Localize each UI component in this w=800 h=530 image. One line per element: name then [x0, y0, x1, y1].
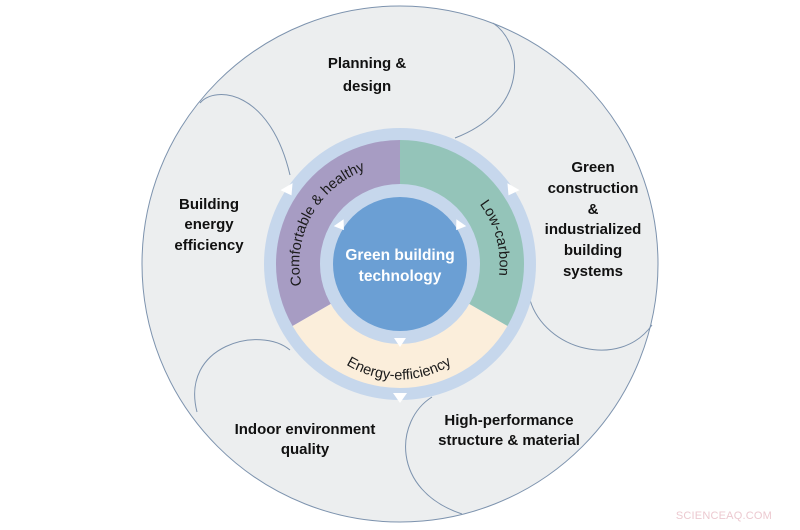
inner-arrow-markers: [333, 219, 467, 347]
svg-text:&: &: [588, 201, 599, 218]
svg-text:energy: energy: [184, 216, 234, 233]
svg-text:industrialized: industrialized: [545, 221, 642, 238]
center-title: Green building technology: [345, 247, 454, 285]
svg-text:Planning &: Planning &: [328, 55, 407, 72]
svg-text:efficiency: efficiency: [174, 237, 244, 254]
divider-bottom-left: [194, 339, 291, 413]
watermark: SCIENCEAQ.COM: [675, 510, 772, 522]
triangle-icon: [333, 219, 344, 231]
svg-text:quality: quality: [281, 441, 330, 458]
divider-top-right: [454, 22, 515, 139]
svg-text:Green: Green: [571, 159, 614, 176]
label-high-performance: High-performance structure & material: [438, 412, 580, 449]
divider-bottom-right: [405, 396, 463, 515]
outer-arrow-markers: [280, 183, 520, 403]
svg-text:Building: Building: [179, 196, 239, 213]
svg-text:High-performance: High-performance: [444, 412, 573, 429]
svg-text:technology: technology: [359, 268, 442, 285]
svg-text:construction: construction: [548, 180, 639, 197]
svg-text:Green building: Green building: [345, 247, 454, 264]
triangle-icon: [507, 183, 520, 196]
label-planning-design: Planning & design: [328, 55, 407, 95]
svg-text:building: building: [564, 242, 622, 259]
divider-top-left: [199, 94, 291, 176]
label-building-energy: Building energy efficiency: [174, 196, 244, 254]
svg-text:Indoor environment: Indoor environment: [235, 421, 376, 438]
triangle-icon: [394, 338, 406, 347]
label-indoor-environment: Indoor environment quality: [235, 421, 376, 458]
svg-text:systems: systems: [563, 263, 623, 280]
lobe-dividers: [194, 22, 653, 515]
svg-text:design: design: [343, 78, 391, 95]
triangle-icon: [280, 183, 293, 196]
triangle-icon: [456, 219, 467, 231]
triangle-icon: [393, 393, 407, 403]
divider-right: [529, 299, 653, 351]
center-circle: [333, 197, 467, 331]
label-green-construction: Green construction & industrialized buil…: [545, 159, 642, 280]
svg-text:structure & material: structure & material: [438, 432, 580, 449]
